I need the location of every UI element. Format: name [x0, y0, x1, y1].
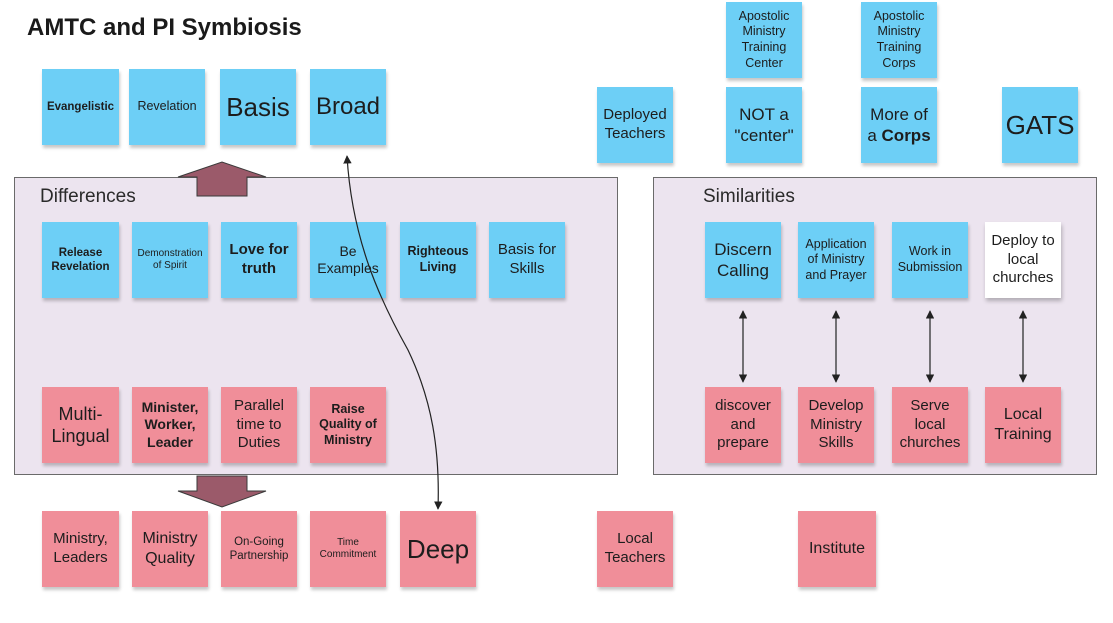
note-minister-worker-leader[interactable]: Minister, Worker, Leader [132, 387, 208, 463]
note-discover-and-prepare[interactable]: discover and prepare [705, 387, 781, 463]
note-develop-ministry-skills[interactable]: Develop Ministry Skills [798, 387, 874, 463]
note-love-for-truth[interactable]: Love for truth [221, 222, 297, 298]
note-parallel-time[interactable]: Parallel time to Duties [221, 387, 297, 463]
note-application-ministry-prayer[interactable]: Application of Ministry and Prayer [798, 222, 874, 298]
note-ministry-leaders[interactable]: Ministry, Leaders [42, 511, 119, 587]
note-amtc-center[interactable]: Apostolic Ministry Training Center [726, 2, 802, 78]
note-raise-quality[interactable]: Raise Quality of Ministry [310, 387, 386, 463]
similarities-label: Similarities [703, 186, 795, 207]
note-deployed-teachers[interactable]: Deployed Teachers [597, 87, 673, 163]
note-ministry-quality[interactable]: Ministry Quality [132, 511, 208, 587]
note-release-revelation[interactable]: Release Revelation [42, 222, 119, 298]
note-demonstration-of-spirit[interactable]: Demonstration of Spirit [132, 222, 208, 298]
note-gats[interactable]: GATS [1002, 87, 1078, 163]
note-local-teachers[interactable]: Local Teachers [597, 511, 673, 587]
note-deploy-to-local-churches[interactable]: Deploy to local churches [985, 222, 1061, 298]
note-righteous-living[interactable]: Righteous Living [400, 222, 476, 298]
more-of-a-text: More of a Corps [867, 104, 931, 145]
note-time-commitment[interactable]: Time Commitment [310, 511, 386, 587]
note-be-examples[interactable]: Be Examples [310, 222, 386, 298]
note-revelation[interactable]: Revelation [129, 69, 205, 145]
down-block-arrow [177, 475, 267, 508]
differences-label: Differences [40, 186, 136, 207]
note-not-center[interactable]: NOT a "center" [726, 87, 802, 163]
note-basis[interactable]: Basis [220, 69, 296, 145]
note-multi-lingual[interactable]: Multi-Lingual [42, 387, 119, 463]
note-work-in-submission[interactable]: Work in Submission [892, 222, 968, 298]
note-deep[interactable]: Deep [400, 511, 476, 587]
note-basis-for-skills[interactable]: Basis for Skills [489, 222, 565, 298]
note-evangelistic[interactable]: Evangelistic [42, 69, 119, 145]
note-serve-local-churches[interactable]: Serve local churches [892, 387, 968, 463]
note-on-going-partnership[interactable]: On-Going Partnership [221, 511, 297, 587]
page-title: AMTC and PI Symbiosis [27, 14, 302, 41]
note-local-training[interactable]: Local Training [985, 387, 1061, 463]
note-broad[interactable]: Broad [310, 69, 386, 145]
note-amtc-corps[interactable]: Apostolic Ministry Training Corps [861, 2, 937, 78]
note-discern-calling[interactable]: Discern Calling [705, 222, 781, 298]
note-more-of-a-corps[interactable]: More of a Corps [861, 87, 937, 163]
note-institute[interactable]: Institute [798, 511, 876, 587]
